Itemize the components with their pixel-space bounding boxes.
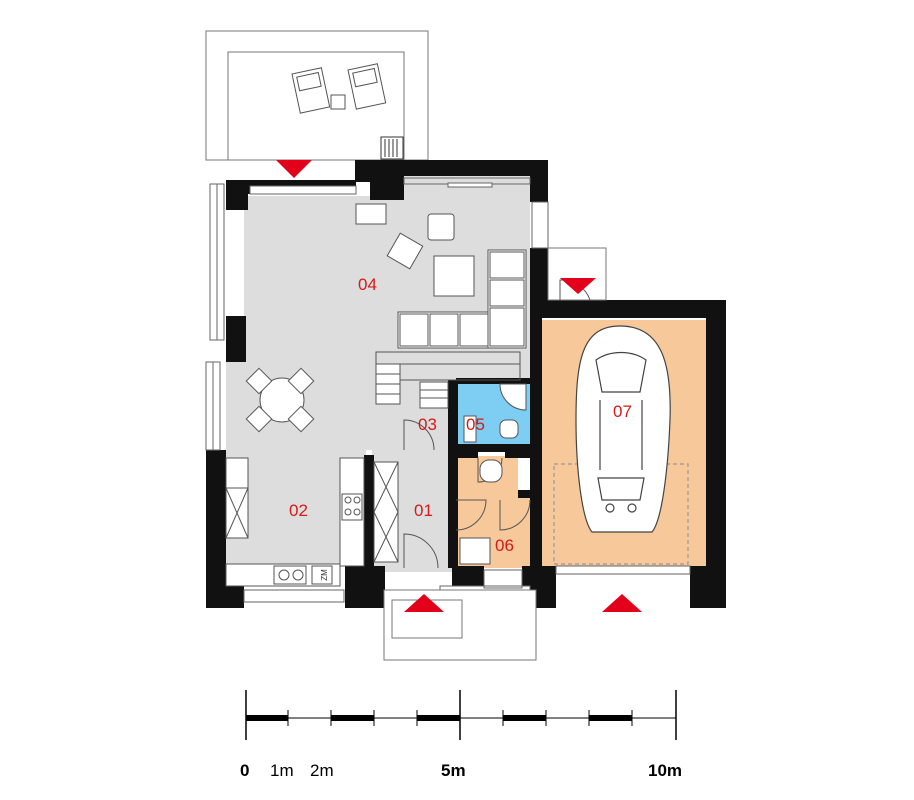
room-labels: 04 02 01 03 05 06 07	[289, 275, 632, 555]
washer-label: ZM	[320, 569, 329, 581]
toilet-icon	[499, 419, 519, 439]
terrace	[205, 30, 429, 161]
washer-icon	[311, 565, 333, 585]
scale-label-1m: 1m	[270, 761, 294, 780]
room-label-07: 07	[613, 402, 632, 421]
vent-grate-icon	[355, 203, 387, 225]
doors	[403, 279, 591, 569]
wardrobe	[373, 461, 399, 563]
lounge-chair-icon	[347, 63, 387, 110]
stairs	[375, 351, 521, 409]
room-label-02: 02	[289, 501, 308, 520]
entry-arrow-icon	[276, 160, 312, 178]
entry-arrow-icon	[602, 594, 642, 612]
bathroom-fixtures	[459, 383, 527, 565]
kitchen-furniture: ZM	[225, 457, 365, 587]
dining-furniture	[245, 367, 315, 433]
room-label-01: 01	[414, 501, 433, 520]
entry-arrow-icon	[404, 594, 444, 612]
entry-arrow-icon	[560, 278, 596, 294]
windows	[205, 177, 691, 603]
room-label-03: 03	[418, 415, 437, 434]
side-table-icon	[330, 94, 346, 110]
car-icon	[553, 325, 689, 565]
room-label-05: 05	[466, 415, 485, 434]
scale-label-5m: 5m	[441, 761, 466, 780]
room-label-06: 06	[495, 536, 514, 555]
scale-label-2m: 2m	[310, 761, 334, 780]
room-label-04: 04	[358, 275, 377, 294]
scale-bar: 0 1m 2m 5m 10m	[240, 690, 682, 780]
toilet-icon	[479, 459, 503, 483]
scale-label-0: 0	[240, 761, 249, 780]
living-furniture	[355, 203, 527, 349]
boiler-icon	[459, 537, 491, 565]
entrance-canopy	[383, 589, 537, 661]
vent-grate-icon	[380, 136, 404, 160]
scale-label-10m: 10m	[648, 761, 682, 780]
lounge-chair-icon	[291, 67, 331, 114]
entry-arrows	[276, 160, 642, 612]
